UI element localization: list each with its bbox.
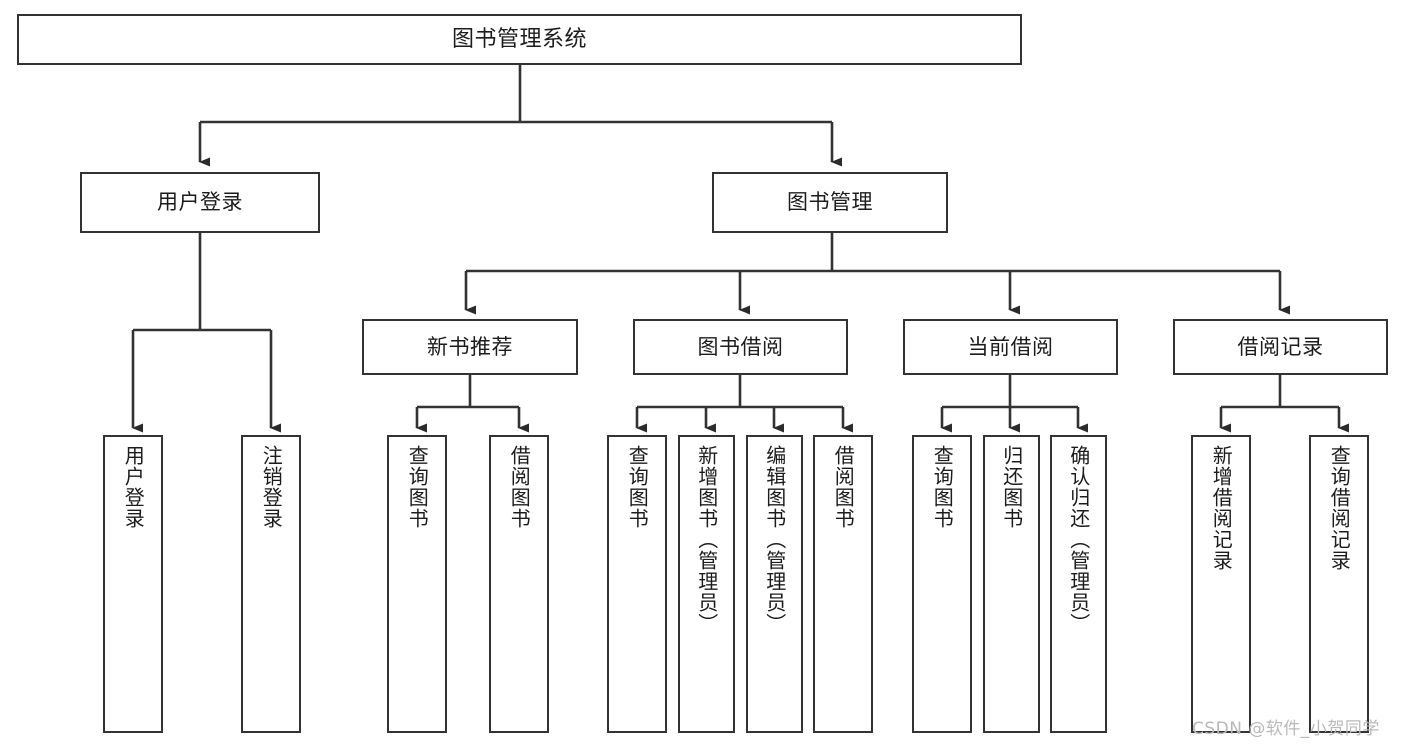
leaf-user-login[interactable]: 用户登录 (103, 435, 163, 733)
node-label: 确认归还（管理员） (1066, 445, 1091, 634)
node-label: 图书借阅 (697, 334, 784, 359)
node-label: 图书管理系统 (451, 26, 587, 52)
leaf-query-book-recommend[interactable]: 查询图书 (387, 435, 447, 733)
leaf-query-borrow-record[interactable]: 查询借阅记录 (1309, 435, 1369, 733)
node-label: 当前借阅 (967, 334, 1054, 359)
node-user-login[interactable]: 用户登录 (80, 172, 320, 233)
node-label: 图书管理 (787, 190, 873, 215)
node-label: 查询借阅记录 (1327, 445, 1352, 571)
node-label: 新书推荐 (427, 334, 513, 359)
node-book-manage[interactable]: 图书管理 (712, 172, 948, 233)
node-label: 用户登录 (121, 445, 146, 529)
node-label: 查询图书 (625, 445, 650, 529)
leaf-logout[interactable]: 注销登录 (241, 435, 301, 733)
node-label: 用户登录 (157, 190, 243, 215)
leaf-query-book-current[interactable]: 查询图书 (912, 435, 972, 733)
leaf-borrow-book-recommend[interactable]: 借阅图书 (489, 435, 549, 733)
node-label: 编辑图书（管理员） (762, 445, 787, 634)
leaf-add-borrow-record[interactable]: 新增借阅记录 (1191, 435, 1251, 733)
leaf-borrow-book-borrow[interactable]: 借阅图书 (813, 435, 873, 733)
node-label: 注销登录 (259, 445, 284, 529)
node-book-borrow[interactable]: 图书借阅 (633, 319, 848, 375)
leaf-add-book-admin[interactable]: 新增图书（管理员） (678, 435, 735, 733)
node-label: 归还图书 (999, 445, 1024, 529)
node-root-system[interactable]: 图书管理系统 (17, 14, 1022, 65)
node-label: 查询图书 (930, 445, 955, 529)
node-current-borrow[interactable]: 当前借阅 (903, 319, 1118, 375)
leaf-return-book[interactable]: 归还图书 (983, 435, 1040, 733)
leaf-query-book-borrow[interactable]: 查询图书 (607, 435, 667, 733)
node-new-book-recommend[interactable]: 新书推荐 (362, 319, 578, 375)
leaf-edit-book-admin[interactable]: 编辑图书（管理员） (746, 435, 803, 733)
csdn-watermark: CSDN @软件_小贺同学 (1192, 719, 1380, 739)
node-label: 借阅图书 (831, 445, 856, 529)
node-label: 查询图书 (405, 445, 430, 529)
node-label: 新增借阅记录 (1209, 445, 1234, 571)
node-borrow-record[interactable]: 借阅记录 (1173, 319, 1388, 375)
leaf-confirm-return-admin[interactable]: 确认归还（管理员） (1050, 435, 1107, 733)
node-label: 借阅记录 (1237, 334, 1324, 359)
node-label: 借阅图书 (507, 445, 532, 529)
node-label: 新增图书（管理员） (694, 445, 719, 634)
